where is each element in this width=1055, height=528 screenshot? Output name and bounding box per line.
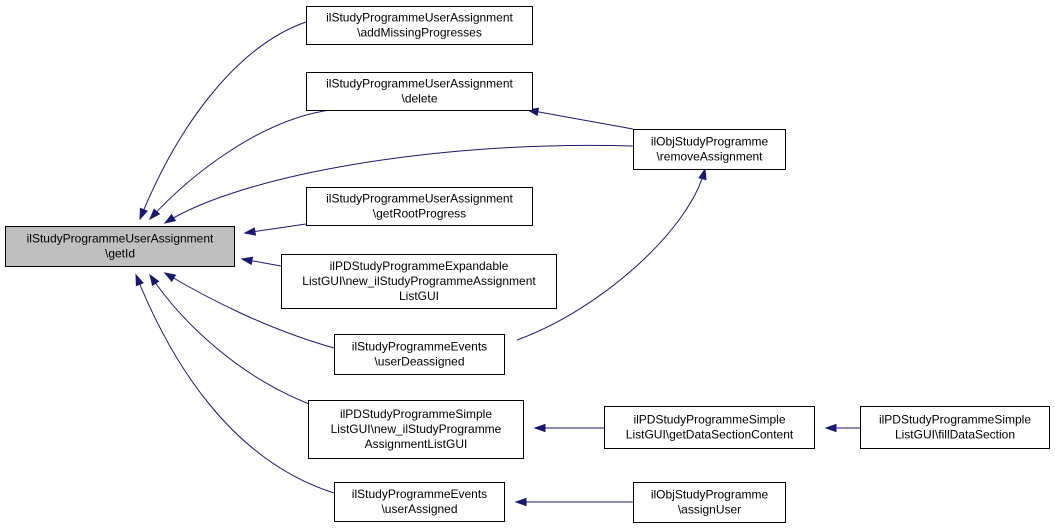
edge-arrowhead bbox=[240, 256, 254, 266]
node-box bbox=[633, 482, 786, 523]
edge-arrowhead bbox=[163, 272, 177, 283]
node-getId[interactable]: ilStudyProgrammeUserAssignment\getId bbox=[5, 226, 235, 267]
edge-removeAssignment-to-delete bbox=[526, 107, 634, 130]
edge-fillDataSection-to-getDataSection bbox=[824, 423, 860, 433]
node-getRootProgress[interactable]: ilStudyProgrammeUserAssignment\getRootPr… bbox=[306, 187, 533, 226]
edge-arrowhead bbox=[698, 167, 707, 181]
edge-expandableNew-to-getId bbox=[240, 256, 282, 267]
node-label-line: \addMissingProgresses bbox=[357, 26, 482, 40]
node-box bbox=[281, 254, 557, 309]
node-label-line: \userAssigned bbox=[381, 502, 457, 516]
node-label-line: ilPDStudyProgrammeExpandable bbox=[330, 259, 509, 273]
edge-userDeassigned-to-removeAssignment bbox=[516, 167, 707, 341]
edge-arrowhead bbox=[139, 207, 148, 221]
node-fillDataSection[interactable]: ilPDStudyProgrammeSimpleListGUI\fillData… bbox=[860, 406, 1050, 449]
node-label-line: ilPDStudyProgrammeSimple bbox=[340, 407, 492, 421]
node-label-line: \delete bbox=[401, 92, 437, 106]
edge-line bbox=[164, 144, 634, 224]
edge-line bbox=[149, 274, 321, 409]
node-assignUser[interactable]: ilObjStudyProgramme\assignUser bbox=[633, 482, 786, 523]
node-box bbox=[306, 6, 533, 45]
node-label-line: ListGUI\getDataSectionContent bbox=[626, 428, 794, 442]
edge-line bbox=[149, 109, 331, 220]
node-label-line: ilPDStudyProgrammeSimple bbox=[879, 413, 1031, 427]
node-addMissing[interactable]: ilStudyProgrammeUserAssignment\addMissin… bbox=[306, 6, 533, 45]
node-userDeassigned[interactable]: ilStudyProgrammeEvents\userDeassigned bbox=[334, 334, 505, 375]
edge-arrowhead bbox=[149, 273, 160, 287]
node-label-line: \userDeassigned bbox=[374, 355, 464, 369]
node-label-line: ilObjStudyProgramme bbox=[651, 488, 769, 502]
node-label-line: ilStudyProgrammeUserAssignment bbox=[326, 77, 513, 91]
node-box bbox=[306, 187, 533, 226]
edge-userAssigned-to-getId bbox=[135, 273, 335, 494]
node-label-line: \assignUser bbox=[678, 503, 741, 517]
node-label-line: \getRootProgress bbox=[373, 207, 466, 221]
edge-arrowhead bbox=[514, 497, 527, 507]
node-label-line: ListGUI\new_ilStudyProgrammeAssignment bbox=[302, 274, 536, 288]
node-label-line: ilObjStudyProgramme bbox=[651, 135, 769, 149]
edge-line bbox=[516, 168, 706, 341]
edge-arrowhead bbox=[163, 213, 177, 224]
edge-arrowhead bbox=[135, 273, 144, 287]
node-label-line: ilStudyProgrammeUserAssignment bbox=[326, 11, 513, 25]
node-label-line: ListGUI\new_ilStudyProgramme bbox=[331, 422, 502, 436]
node-label-line: ilStudyProgrammeUserAssignment bbox=[27, 232, 214, 246]
node-box bbox=[633, 129, 786, 170]
node-simpleNew[interactable]: ilPDStudyProgrammeSimpleListGUI\new_ilSt… bbox=[308, 400, 524, 459]
node-box bbox=[5, 226, 235, 267]
edge-arrowhead bbox=[243, 227, 257, 236]
node-box bbox=[334, 482, 505, 522]
edge-assignUser-to-userAssigned bbox=[514, 497, 633, 507]
edge-arrowhead bbox=[824, 423, 837, 433]
node-box bbox=[306, 72, 533, 111]
edge-arrowhead bbox=[533, 423, 546, 433]
edge-line bbox=[164, 272, 335, 349]
edges-layer bbox=[135, 21, 860, 507]
edge-addMissing-to-getId bbox=[139, 21, 307, 221]
node-label-line: ilStudyProgrammeUserAssignment bbox=[326, 192, 513, 206]
node-userAssigned[interactable]: ilStudyProgrammeEvents\userAssigned bbox=[334, 482, 505, 522]
node-box bbox=[604, 406, 815, 449]
edge-line bbox=[135, 274, 335, 494]
node-box bbox=[860, 406, 1050, 449]
node-label-line: ListGUI bbox=[399, 289, 439, 303]
edge-userDeassigned-to-getId bbox=[163, 272, 335, 349]
node-delete[interactable]: ilStudyProgrammeUserAssignment\delete bbox=[306, 72, 533, 111]
nodes-layer: ilStudyProgrammeUserAssignment\getIdilSt… bbox=[5, 6, 1050, 523]
node-label-line: \getId bbox=[105, 247, 135, 261]
edge-line bbox=[527, 109, 634, 130]
node-label-line: ListGUI\fillDataSection bbox=[895, 428, 1015, 442]
edge-simpleNew-to-getId bbox=[149, 273, 321, 409]
node-label-line: ilStudyProgrammeEvents bbox=[352, 487, 487, 501]
node-removeAssignment[interactable]: ilObjStudyProgramme\removeAssignment bbox=[633, 129, 786, 170]
node-label-line: \removeAssignment bbox=[656, 150, 763, 164]
node-box bbox=[308, 400, 524, 459]
node-expandableNew[interactable]: ilPDStudyProgrammeExpandableListGUI\new_… bbox=[281, 254, 557, 309]
edge-arrowhead bbox=[149, 208, 161, 221]
edge-line bbox=[139, 21, 307, 220]
edge-getRootProgress-to-getId bbox=[243, 223, 307, 236]
node-box bbox=[334, 334, 505, 375]
node-label-line: ilPDStudyProgrammeSimple bbox=[633, 413, 785, 427]
node-getDataSection[interactable]: ilPDStudyProgrammeSimpleListGUI\getDataS… bbox=[604, 406, 815, 449]
edge-delete-to-getId bbox=[149, 109, 331, 221]
edge-removeAssignment-to-getId bbox=[163, 144, 634, 224]
node-label-line: ilStudyProgrammeEvents bbox=[352, 340, 487, 354]
edge-getDataSection-to-simpleNew bbox=[533, 423, 604, 433]
node-label-line: AssignmentListGUI bbox=[365, 437, 468, 451]
